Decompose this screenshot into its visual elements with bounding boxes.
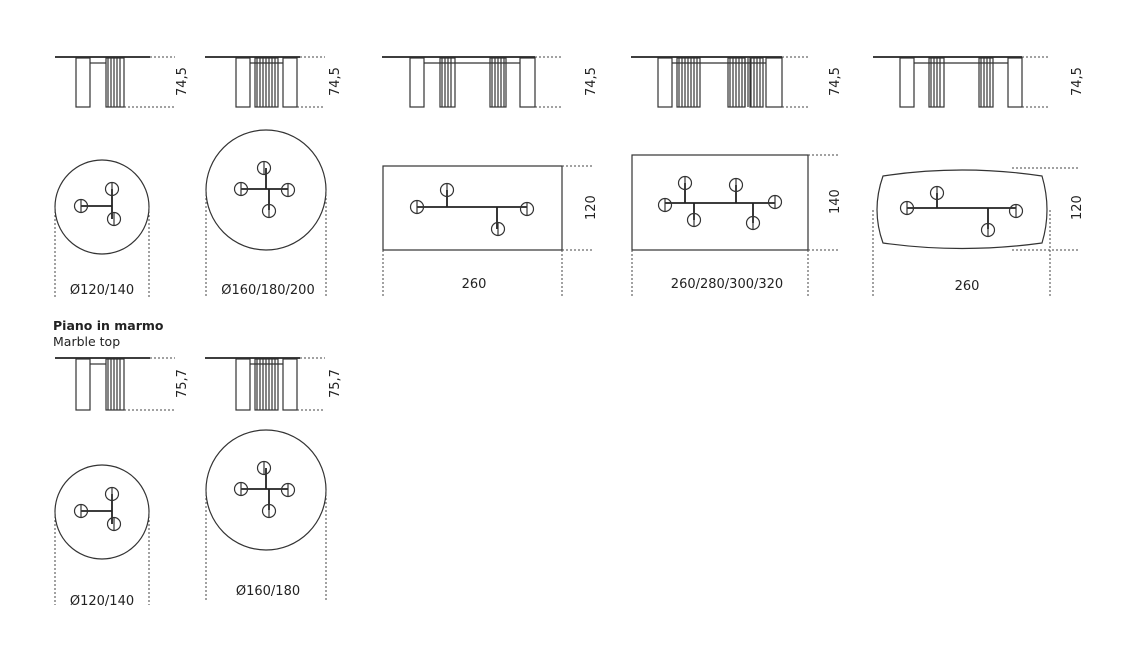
size-label: Ø160/180 bbox=[236, 584, 300, 599]
height-label: 74,5 bbox=[328, 67, 343, 96]
height-label: 74,5 bbox=[828, 67, 843, 96]
table-leg bbox=[282, 358, 298, 411]
table-top-plan bbox=[382, 165, 563, 251]
width-label: 120 bbox=[1070, 195, 1085, 220]
table-leg bbox=[75, 358, 91, 411]
table-leg bbox=[765, 57, 783, 108]
base-foot bbox=[728, 177, 744, 193]
base-foot bbox=[745, 215, 761, 231]
height-label: 74,5 bbox=[1070, 67, 1085, 96]
base-foot bbox=[73, 503, 89, 519]
base-foot bbox=[256, 160, 272, 176]
base-foot bbox=[519, 201, 535, 217]
base-foot bbox=[439, 182, 455, 198]
table-leg bbox=[657, 57, 673, 108]
base-foot bbox=[686, 212, 702, 228]
section-subtitle: Marble top bbox=[53, 334, 120, 349]
size-label: 260/280/300/320 bbox=[671, 277, 783, 292]
section-title: Piano in marmo bbox=[53, 318, 164, 333]
size-label: Ø120/140 bbox=[70, 594, 134, 609]
height-label: 75,7 bbox=[328, 369, 343, 398]
base-foot bbox=[980, 222, 996, 238]
base-foot bbox=[899, 200, 915, 216]
drawing-lines bbox=[54, 56, 1080, 605]
base-foot bbox=[767, 194, 783, 210]
base-foot bbox=[929, 185, 945, 201]
base-foot bbox=[261, 503, 277, 519]
base-foot bbox=[106, 211, 122, 227]
width-label: 140 bbox=[828, 189, 843, 214]
size-label: Ø160/180/200 bbox=[221, 283, 314, 298]
height-label: 75,7 bbox=[175, 369, 190, 398]
table-leg bbox=[105, 358, 125, 411]
table-leg bbox=[978, 57, 994, 108]
table-leg bbox=[409, 57, 425, 108]
height-label: 74,5 bbox=[584, 67, 599, 96]
height-label: 74,5 bbox=[175, 67, 190, 96]
table-top-plan bbox=[205, 429, 327, 551]
table-top-plan bbox=[876, 169, 1048, 250]
table-top-plan bbox=[54, 159, 150, 255]
base-foot bbox=[1008, 203, 1024, 219]
base-foot bbox=[409, 199, 425, 215]
base-foot bbox=[106, 516, 122, 532]
table-leg bbox=[75, 57, 91, 108]
table-leg bbox=[519, 57, 536, 108]
size-label: 260 bbox=[955, 279, 980, 294]
width-label: 120 bbox=[584, 195, 599, 220]
table-top-plan bbox=[205, 129, 327, 251]
table-leg bbox=[1007, 57, 1023, 108]
table-top-plan bbox=[54, 464, 150, 560]
base-foot bbox=[233, 481, 249, 497]
base-foot bbox=[677, 175, 693, 191]
table-leg bbox=[235, 57, 251, 108]
base-foot bbox=[104, 181, 120, 197]
base-foot bbox=[657, 197, 673, 213]
base-foot bbox=[104, 486, 120, 502]
table-leg bbox=[282, 57, 298, 108]
table-leg bbox=[105, 57, 125, 108]
base-foot bbox=[261, 203, 277, 219]
base-foot bbox=[280, 182, 296, 198]
table-top-plan bbox=[631, 154, 809, 251]
table-leg bbox=[235, 358, 251, 411]
base-foot bbox=[233, 181, 249, 197]
size-label: 260 bbox=[462, 277, 487, 292]
size-label: Ø120/140 bbox=[70, 283, 134, 298]
base-foot bbox=[256, 460, 272, 476]
base-foot bbox=[280, 482, 296, 498]
base-foot bbox=[73, 198, 89, 214]
table-leg bbox=[899, 57, 915, 108]
base-foot bbox=[490, 221, 506, 237]
